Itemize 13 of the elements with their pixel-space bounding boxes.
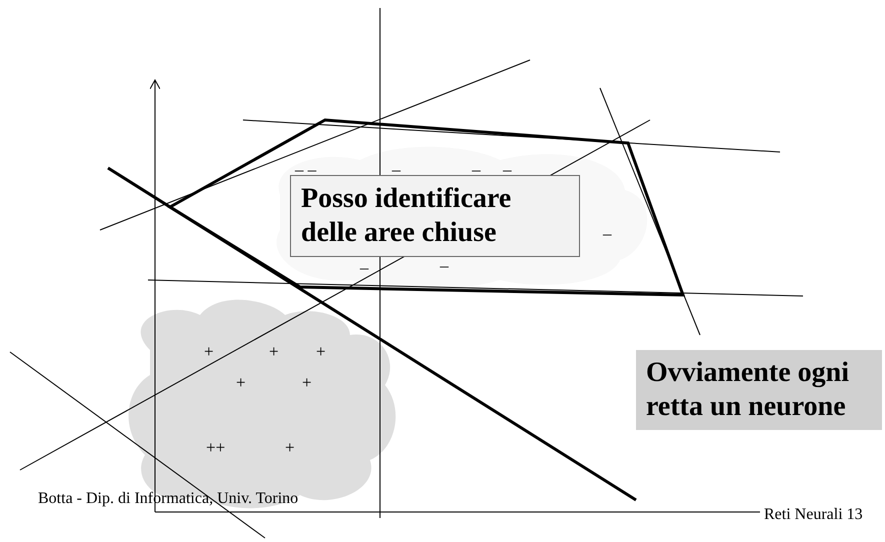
minus-sign: – <box>360 258 368 278</box>
plus-sign: ++ <box>206 438 226 458</box>
plus-sign: + <box>316 342 326 362</box>
plus-sign: + <box>269 342 279 362</box>
plus-sign: + <box>204 342 214 362</box>
footer-text: Reti Neurali 13 <box>764 506 863 524</box>
text-box: Posso identificare delle aree chiuse <box>290 175 580 257</box>
minus-sign: – <box>603 224 612 244</box>
plus-sign: + <box>302 373 312 393</box>
text-box: Ovviamente ogni retta un neurone <box>636 350 882 430</box>
plus-sign: + <box>236 373 246 393</box>
minus-sign: – <box>440 256 448 276</box>
plus-sign: + <box>285 438 295 458</box>
